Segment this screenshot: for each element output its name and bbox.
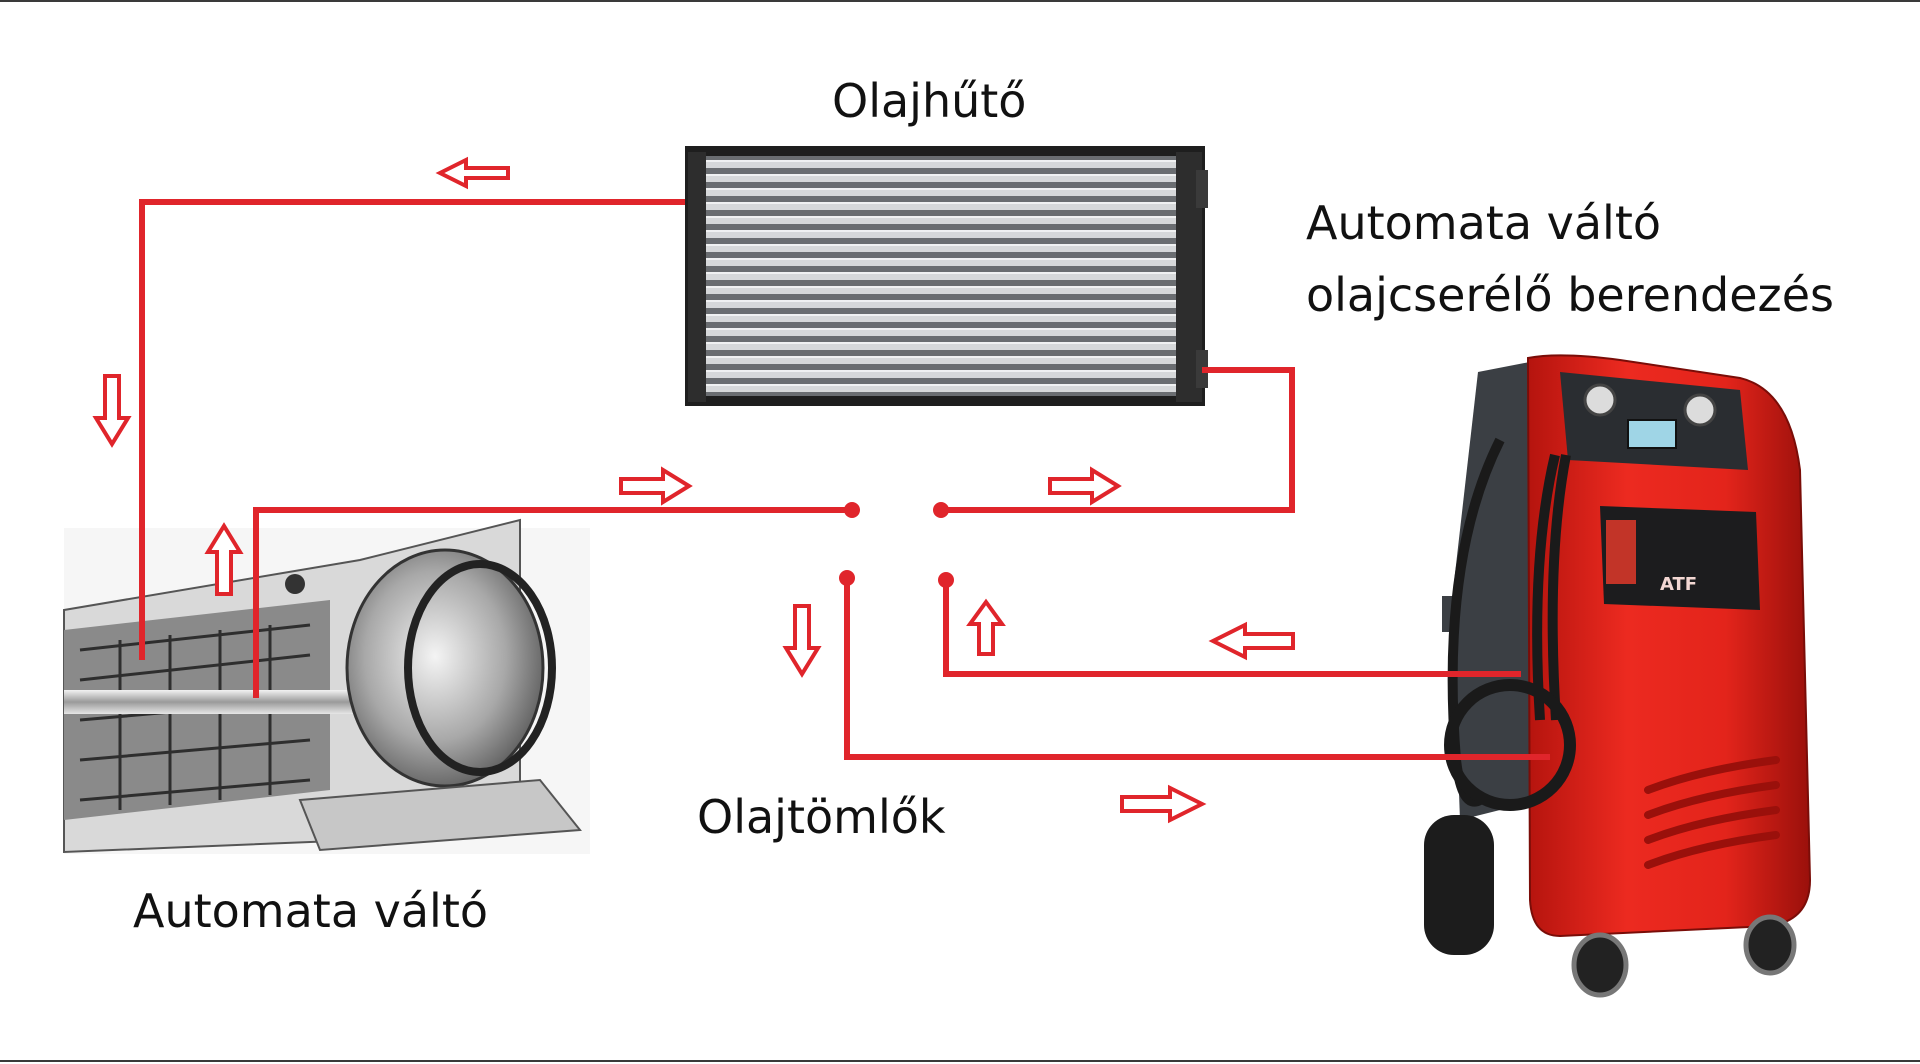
- bottom-border: [0, 1060, 1920, 1062]
- hose-coil: [1444, 679, 1576, 811]
- hose-end-2: [933, 502, 949, 518]
- top-border: [0, 0, 1920, 2]
- hose-ends: [839, 502, 954, 588]
- arrow-down-icon: [782, 604, 822, 678]
- arrow-right-icon: [1120, 784, 1207, 824]
- machine-hoses: [1447, 437, 1571, 807]
- cooler-left-tank: [688, 152, 706, 402]
- line-machine-to-junction: [943, 580, 1521, 677]
- machine-badge: ATF: [1660, 574, 1697, 595]
- arrow-up-icon: [204, 522, 244, 596]
- machine-rear-wheel: [1424, 815, 1494, 955]
- machine-front-wheel-left: [1571, 932, 1629, 998]
- machine-display: [1627, 419, 1677, 449]
- torque-converter-ring: [404, 560, 556, 776]
- machine-vents: [1644, 756, 1780, 869]
- line-transmission-to-junction: [253, 507, 852, 698]
- arrow-left-icon: [435, 156, 510, 190]
- line-junction-to-cooler: [941, 367, 1295, 513]
- transmission-plug: [285, 574, 305, 594]
- hose-end-1: [844, 502, 860, 518]
- line-cooler-to-transmission: [139, 199, 685, 660]
- arrow-right-icon: [619, 466, 693, 506]
- arrow-down-icon: [92, 374, 132, 448]
- oil-hoses-label: Olajtömlők: [697, 790, 946, 844]
- machine-label-line1: Automata váltó: [1306, 196, 1662, 250]
- hose-end-4: [938, 572, 954, 588]
- transmission-image: [63, 518, 590, 854]
- oil-cooler: [685, 146, 1208, 406]
- line-junction-to-machine: [844, 580, 1550, 760]
- machine-front-wheel-right: [1743, 914, 1797, 976]
- machine-label-line2: olajcserélő berendezés: [1306, 268, 1834, 322]
- torque-converter: [345, 548, 545, 788]
- machine-back-panel: [1452, 360, 1540, 820]
- arrow-right-icon: [1048, 466, 1122, 506]
- transmission-label: Automata váltó: [133, 884, 489, 938]
- cooler-fins: [706, 156, 1176, 396]
- machine-badge-area: [1606, 520, 1636, 584]
- atf-machine: ATF: [1424, 354, 1812, 998]
- flow-arrows: [92, 156, 1295, 824]
- pressure-gauge-right: [1683, 393, 1717, 427]
- cooler-bracket-top: [1196, 170, 1208, 208]
- pressure-gauge-left: [1583, 383, 1617, 417]
- transmission-oil-pan: [298, 778, 582, 852]
- flow-lines: [139, 199, 1550, 760]
- oil-cooler-label: Olajhűtő: [832, 74, 1027, 128]
- arrow-left-icon: [1208, 621, 1295, 661]
- hose-end-3: [839, 570, 855, 586]
- arrow-up-icon: [966, 598, 1006, 656]
- machine-front-recess: [1600, 506, 1760, 610]
